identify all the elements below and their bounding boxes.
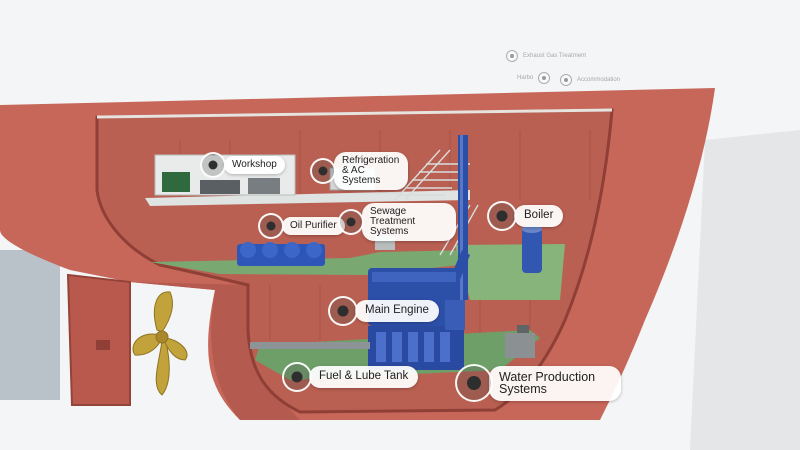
background-sea bbox=[0, 250, 60, 400]
hotspot-refrigeration-ac[interactable]: Refrigeration & AC Systems bbox=[310, 152, 408, 190]
upper-deck bbox=[145, 190, 470, 206]
exhaust-pipe-highlight bbox=[460, 135, 463, 300]
hotspot-label: Refrigeration & AC Systems bbox=[334, 152, 408, 190]
hotspot-accommodation[interactable]: Accommodation bbox=[560, 74, 623, 86]
hotspot-label: Boiler bbox=[514, 205, 564, 227]
hotspot-marker-icon bbox=[258, 213, 284, 239]
hotspot-boiler[interactable]: Boiler bbox=[487, 201, 564, 231]
hotspot-marker-icon bbox=[506, 50, 518, 62]
hotspot-water-production[interactable]: Water Production Systems bbox=[455, 364, 621, 402]
hotspot-harbour[interactable]: Harbo bbox=[506, 72, 551, 84]
propeller bbox=[132, 291, 188, 396]
hotspot-exhaust-gas-treatment[interactable]: Exhaust Gas Treatment bbox=[506, 50, 589, 62]
hotspot-marker-icon bbox=[560, 74, 572, 86]
hotspot-label: Harbo bbox=[517, 75, 534, 81]
hotspot-label: Water Production Systems bbox=[489, 365, 621, 401]
hotspot-marker-icon bbox=[328, 296, 358, 326]
hotspot-marker-icon bbox=[538, 72, 551, 84]
hotspot-oil-purifier[interactable]: Oil Purifier bbox=[258, 213, 345, 239]
oil-purifier-units bbox=[237, 242, 325, 266]
hotspot-marker-icon bbox=[200, 152, 226, 178]
workshop-cabinet bbox=[162, 172, 190, 192]
background-structure bbox=[690, 130, 800, 450]
hotspot-marker-icon bbox=[310, 158, 336, 184]
workshop-machine bbox=[248, 178, 280, 194]
hotspot-main-engine[interactable]: Main Engine bbox=[328, 296, 439, 326]
hotspot-label: Fuel & Lube Tank bbox=[309, 366, 419, 388]
propeller-shaft bbox=[250, 342, 370, 349]
boiler-unit bbox=[522, 228, 542, 273]
hotspot-marker-icon bbox=[282, 362, 312, 392]
hotspot-label: Workshop bbox=[224, 156, 285, 174]
hotspot-label: Main Engine bbox=[355, 300, 439, 322]
hotspot-sewage-treatment[interactable]: Sewage Treatment Systems bbox=[338, 203, 456, 241]
middle-deck bbox=[150, 250, 560, 275]
rudder-hinge bbox=[96, 340, 110, 350]
hotspot-workshop[interactable]: Workshop bbox=[200, 152, 285, 178]
hotspot-label: Oil Purifier bbox=[282, 217, 345, 235]
hotspot-fuel-lube-tank[interactable]: Fuel & Lube Tank bbox=[282, 362, 419, 392]
hotspot-marker-icon bbox=[338, 209, 364, 235]
hotspot-label: Accommodation bbox=[577, 77, 621, 83]
cutaway-rim bbox=[96, 108, 613, 119]
right-platform bbox=[455, 244, 565, 300]
workshop-bench bbox=[200, 180, 240, 194]
hotspot-marker-icon bbox=[487, 201, 517, 231]
hotspot-label: Sewage Treatment Systems bbox=[362, 203, 456, 241]
hotspot-marker-icon bbox=[455, 364, 493, 402]
hotspot-label: Exhaust Gas Treatment bbox=[523, 53, 587, 59]
water-production-unit bbox=[505, 325, 535, 358]
boiler-top bbox=[522, 225, 542, 233]
hull-shadow bbox=[130, 282, 300, 420]
